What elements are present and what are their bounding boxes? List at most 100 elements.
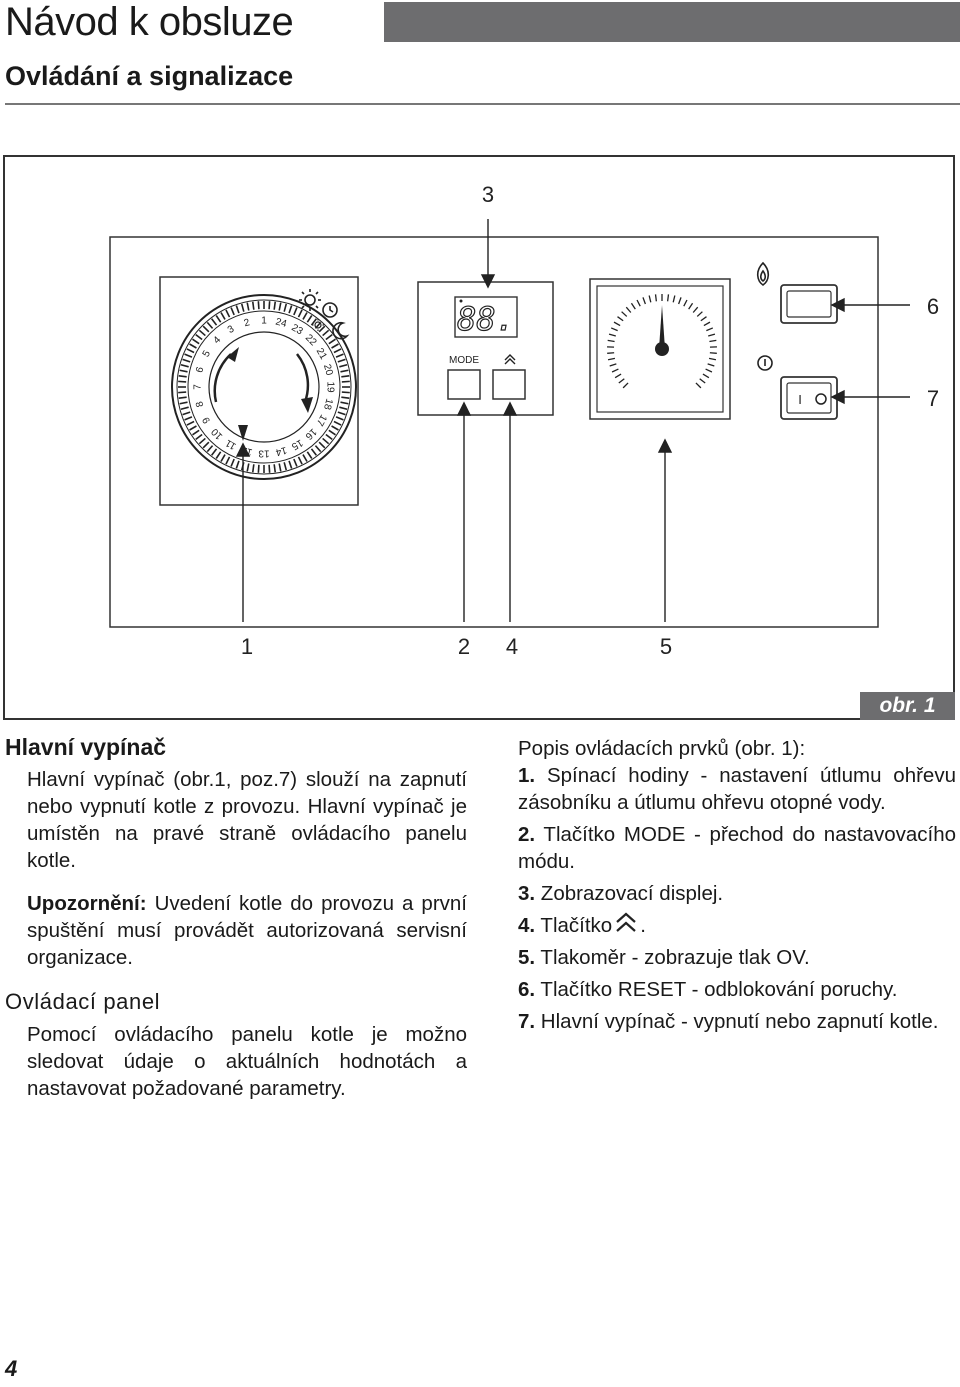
timer-dial[interactable]: 242322212019181716151413121110987654321 (171, 294, 357, 480)
dial-tick[interactable] (288, 305, 293, 314)
dial-tick[interactable] (302, 454, 308, 462)
dial-tick[interactable] (230, 458, 235, 467)
dial-tick[interactable] (178, 391, 187, 394)
dial-tick[interactable] (341, 374, 350, 378)
gauge-tick (611, 368, 619, 373)
dial-tick[interactable] (283, 303, 288, 312)
dial-tick[interactable] (230, 307, 235, 316)
dial-tick[interactable] (225, 309, 231, 318)
dial-tick[interactable] (198, 437, 206, 445)
dial-tick[interactable] (180, 406, 189, 411)
dial-tick[interactable] (339, 406, 348, 411)
dial-tick[interactable] (257, 464, 260, 473)
dial-tick[interactable] (251, 301, 255, 310)
dial-tick[interactable] (335, 416, 344, 421)
dial-number: 13 (258, 448, 270, 459)
dial-tick[interactable] (333, 420, 342, 426)
mode-button[interactable] (447, 369, 481, 400)
dial-tick[interactable] (268, 464, 271, 473)
dial-tick[interactable] (235, 305, 240, 314)
dial-tick[interactable] (195, 334, 203, 341)
dial-tick[interactable] (192, 429, 200, 436)
dial-tick[interactable] (322, 329, 330, 337)
dial-tick[interactable] (306, 451, 313, 459)
dial-tick[interactable] (297, 309, 303, 318)
dial-tick[interactable] (325, 334, 333, 341)
dial-tick[interactable] (288, 460, 293, 469)
dial-number: 19 (325, 381, 336, 393)
dial-tick[interactable] (337, 411, 346, 416)
dial-tick[interactable] (335, 353, 344, 358)
dial-tick[interactable] (178, 380, 187, 383)
section-divider (5, 103, 960, 105)
dial-tick[interactable] (273, 301, 277, 310)
dial-number: 9 (200, 414, 213, 425)
dial-tick[interactable] (198, 329, 206, 337)
dial-tick[interactable] (337, 358, 346, 363)
dial-tick[interactable] (180, 363, 189, 368)
dial-tick[interactable] (182, 358, 191, 363)
chevron-button[interactable] (492, 369, 526, 400)
dial-tick[interactable] (195, 433, 203, 440)
dial-tick[interactable] (306, 315, 313, 323)
dial-tick[interactable] (283, 462, 288, 471)
dial-tick[interactable] (215, 451, 222, 459)
dial-tick[interactable] (189, 343, 197, 349)
dial-tick[interactable] (225, 456, 231, 465)
gauge-tick (621, 311, 628, 317)
dial-tick[interactable] (246, 463, 250, 472)
dial-tick[interactable] (206, 445, 214, 453)
dial-tick[interactable] (189, 425, 197, 431)
dial-tick[interactable] (220, 312, 226, 320)
dial-tick[interactable] (297, 456, 303, 465)
dial-tick[interactable] (278, 463, 282, 472)
dial-tick[interactable] (186, 348, 195, 354)
dial-tick[interactable] (202, 441, 210, 449)
dial-tick[interactable] (318, 441, 326, 449)
dial-tick[interactable] (310, 318, 317, 326)
dial-tick[interactable] (211, 318, 218, 326)
dial-tick[interactable] (328, 429, 336, 436)
dial-tick[interactable] (328, 338, 336, 345)
dial-tick[interactable] (273, 464, 277, 473)
dial-tick[interactable] (179, 369, 188, 373)
dial-tick[interactable] (240, 303, 245, 312)
dial-tick[interactable] (182, 411, 191, 416)
dial-tick[interactable] (246, 302, 250, 311)
dial-tick[interactable] (257, 301, 260, 310)
dial-tick[interactable] (340, 369, 349, 373)
dial-tick[interactable] (293, 307, 298, 316)
dial-tick[interactable] (341, 380, 350, 383)
dial-tick[interactable] (331, 343, 339, 349)
dial-tick[interactable] (268, 301, 271, 310)
dial-tick[interactable] (340, 401, 349, 405)
dial-tick[interactable] (179, 401, 188, 405)
dial-tick[interactable] (235, 460, 240, 469)
dial-tick[interactable] (186, 420, 195, 426)
dial-tick[interactable] (184, 416, 193, 421)
dial-tick[interactable] (215, 315, 222, 323)
dial-tick[interactable] (293, 458, 298, 467)
dial-tick[interactable] (310, 448, 317, 456)
double-chevron-up-icon (504, 354, 516, 365)
dial-tick[interactable] (325, 433, 333, 440)
dial-tick[interactable] (178, 374, 187, 378)
dial-tick[interactable] (278, 302, 282, 311)
dial-tick[interactable] (318, 325, 326, 333)
dial-tick[interactable] (333, 348, 342, 354)
dial-tick[interactable] (206, 321, 214, 329)
dial-tick[interactable] (184, 353, 193, 358)
dial-tick[interactable] (331, 425, 339, 431)
dial-tick[interactable] (251, 464, 255, 473)
dial-tick[interactable] (211, 448, 218, 456)
dial-tick[interactable] (202, 325, 210, 333)
dial-tick[interactable] (178, 396, 187, 400)
dial-tick[interactable] (322, 437, 330, 445)
dial-tick[interactable] (314, 445, 322, 453)
dial-tick[interactable] (339, 363, 348, 368)
dial-tick[interactable] (220, 454, 226, 462)
dial-tick[interactable] (341, 391, 350, 394)
dial-tick[interactable] (192, 338, 200, 345)
dial-tick[interactable] (341, 396, 350, 400)
dial-tick[interactable] (302, 312, 308, 320)
